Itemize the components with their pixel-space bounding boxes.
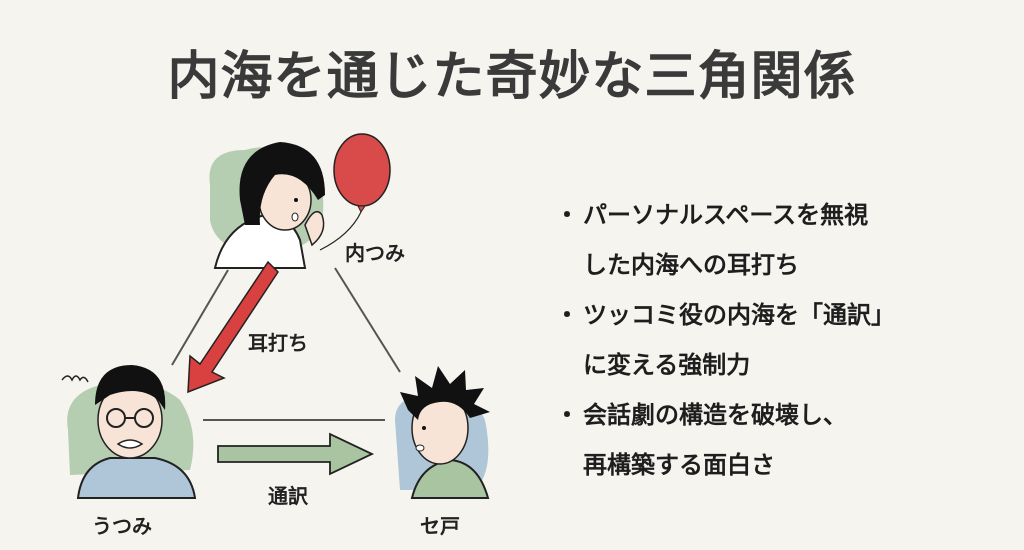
bullet-line: 再構築する面白さ (583, 451, 775, 479)
bullet-line: に変える強制力 (583, 351, 751, 379)
label-uchitsumi: 内つみ (345, 241, 405, 265)
triangle-lines (171, 267, 401, 421)
balloon-icon (333, 133, 391, 207)
bullet-line: した内海への耳打ち (583, 251, 799, 279)
label-seto: セ戸 (420, 514, 460, 538)
bullet-line: 会話劇の構造を破壊し、 (583, 401, 847, 429)
bullet-line: ツッコミ役の内海を「通訳」 (583, 301, 895, 329)
bullet-item: ・ ツッコミ役の内海を「通訳」 に変える強制力 (555, 290, 1015, 390)
label-whisper: 耳打ち (248, 331, 308, 355)
page-title: 内海を通じた奇妙な三角関係 (167, 47, 857, 107)
bullet-marker: ・ (555, 201, 579, 229)
translate-arrow (217, 432, 375, 476)
bullet-list: ・ パーソナルスペースを無視 した内海への耳打ち ・ ツッコミ役の内海を「通訳」… (555, 190, 1015, 490)
bullet-marker: ・ (555, 401, 579, 429)
bullet-item: ・ パーソナルスペースを無視 した内海への耳打ち (555, 190, 1015, 290)
character-utsumi-illustration (61, 365, 197, 499)
bullet-marker: ・ (555, 301, 579, 329)
triangle-diagram: 内つみ 耳打ち 通訳 うつみ セ戸 (61, 133, 490, 538)
character-seto-illustration (395, 366, 490, 499)
label-translate: 通訳 (268, 484, 308, 508)
whisper-arrow (187, 260, 279, 394)
bullet-line: パーソナルスペースを無視 (583, 201, 869, 229)
bullet-item: ・ 会話劇の構造を破壊し、 再構築する面白さ (555, 390, 1015, 490)
label-utsumi: うつみ (92, 514, 152, 538)
character-uchitsumi-illustration (209, 133, 391, 269)
